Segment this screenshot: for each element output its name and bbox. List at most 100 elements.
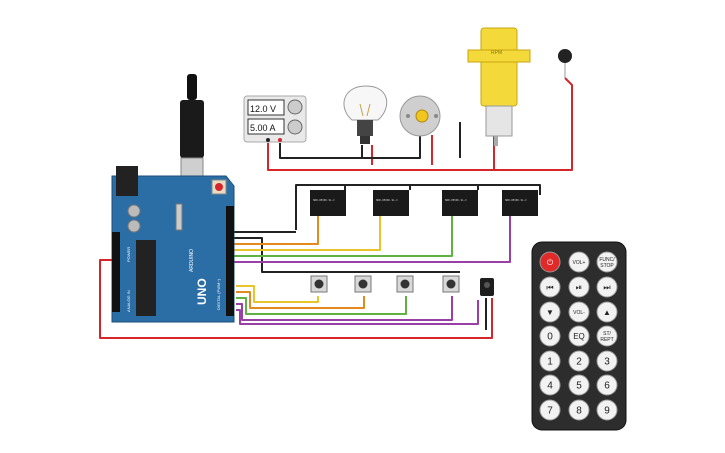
voltage-knob[interactable] bbox=[287, 99, 303, 115]
remote-button-up[interactable]: ▲ bbox=[596, 301, 618, 323]
remote-button-face[interactable] bbox=[568, 325, 590, 347]
remote-button-face[interactable] bbox=[539, 325, 561, 347]
remote-button-label: ▼ bbox=[546, 308, 554, 317]
remote-button-label: 2 bbox=[576, 357, 582, 368]
wire-black-relay-bus bbox=[295, 184, 541, 230]
wire-black-supply bbox=[279, 143, 363, 159]
push-button-3[interactable] bbox=[396, 275, 414, 293]
remote-button-9[interactable]: 9 bbox=[596, 399, 618, 421]
ir-remote: ⏻ VOL+ FUNC/STOP ⏮ ⏯ ⏭ ▼ VOL- ▲ 0 EQ ST/REPT 1 2 3 4 5 6 7… bbox=[531, 241, 627, 431]
supply-terminal-pos[interactable] bbox=[278, 138, 282, 142]
remote-button-face[interactable] bbox=[539, 374, 561, 396]
remote-button-0[interactable]: 0 bbox=[539, 325, 561, 347]
wire-yellow bbox=[230, 215, 381, 251]
remote-button-label: 9 bbox=[604, 406, 610, 417]
remote-button-func-stop[interactable]: FUNC/STOP bbox=[596, 251, 618, 273]
remote-button-label: 5 bbox=[576, 381, 582, 392]
remote-button-8[interactable]: 8 bbox=[568, 399, 590, 421]
remote-button-1[interactable]: 1 bbox=[539, 350, 561, 372]
wire-black-motor bbox=[362, 135, 421, 159]
remote-button-face[interactable] bbox=[539, 399, 561, 421]
wire-purple bbox=[230, 215, 511, 263]
remote-button-face[interactable] bbox=[539, 350, 561, 372]
push-button-1[interactable] bbox=[310, 275, 328, 293]
wire-green bbox=[230, 215, 453, 257]
remote-button-face[interactable] bbox=[596, 251, 618, 273]
wires bbox=[99, 77, 573, 339]
remote-button-label: EQ bbox=[573, 332, 585, 341]
remote-button-vol-up[interactable]: VOL+ bbox=[568, 251, 590, 273]
arduino-uno: ARDUINO UNO DIGITAL (PWM~) POWER ANALOG … bbox=[111, 166, 235, 323]
remote-button-face[interactable] bbox=[568, 276, 590, 298]
current-display bbox=[247, 118, 285, 135]
current-knob[interactable] bbox=[287, 119, 303, 135]
wire-orange bbox=[230, 215, 319, 245]
remote-button-face[interactable] bbox=[596, 301, 618, 323]
remote-button-label: 8 bbox=[576, 406, 582, 417]
wire-green-btn bbox=[236, 296, 407, 315]
wire-red-ir bbox=[99, 259, 493, 339]
remote-button-label: 3 bbox=[604, 357, 610, 368]
remote-button-play-pause[interactable]: ⏯ bbox=[568, 276, 590, 298]
push-button-4[interactable] bbox=[442, 275, 460, 293]
supply-terminal-neg[interactable] bbox=[266, 138, 270, 142]
remote-button-face[interactable] bbox=[568, 399, 590, 421]
relays: SRD-05VDC-SL-C SRD-05VDC-SL-C SRD-05VDC-… bbox=[310, 190, 538, 216]
remote-button-face[interactable] bbox=[596, 325, 618, 347]
remote-button-vol-down[interactable]: VOL- bbox=[568, 301, 590, 323]
remote-button-face[interactable] bbox=[596, 350, 618, 372]
remote-button-label: 6 bbox=[604, 381, 610, 392]
remote-button-next[interactable]: ⏭ bbox=[596, 276, 618, 298]
remote-button-2[interactable]: 2 bbox=[568, 350, 590, 372]
wire-yellow-btn bbox=[236, 285, 319, 303]
buzzer bbox=[558, 49, 572, 78]
remote-button-face[interactable] bbox=[568, 251, 590, 273]
arduino-power-label: POWER bbox=[126, 247, 131, 262]
remote-button-st-rept[interactable]: ST/REPT bbox=[596, 325, 618, 347]
remote-button-label: 7 bbox=[547, 406, 553, 417]
relay-4-label: SRD-05VDC-SL-C bbox=[505, 198, 527, 202]
remote-button-face[interactable] bbox=[539, 301, 561, 323]
current-readout: 5.00 A bbox=[250, 123, 276, 133]
remote-button-label: ⏻ bbox=[547, 258, 554, 267]
relay-2-label: SRD-05VDC-SL-C bbox=[376, 198, 398, 202]
remote-button-6[interactable]: 6 bbox=[596, 374, 618, 396]
remote-button-label: ▲ bbox=[603, 308, 611, 317]
voltage-readout: 12.0 V bbox=[250, 104, 276, 114]
remote-button-label: 0 bbox=[547, 332, 553, 343]
motor-rpm-label: RPM bbox=[491, 50, 502, 56]
remote-button-label: 1 bbox=[547, 357, 553, 368]
remote-button-down[interactable]: ▼ bbox=[539, 301, 561, 323]
remote-button-label: ⏯ bbox=[576, 283, 582, 292]
remote-button-4[interactable]: 4 bbox=[539, 374, 561, 396]
remote-button-prev[interactable]: ⏮ bbox=[539, 276, 561, 298]
relay-4: SRD-05VDC-SL-C bbox=[502, 190, 538, 216]
remote-button-power[interactable]: ⏻ bbox=[539, 251, 561, 273]
remote-button-label: FUNC/ bbox=[599, 257, 615, 263]
remote-button-face[interactable] bbox=[539, 251, 561, 273]
remote-button-face[interactable] bbox=[568, 350, 590, 372]
remote-button-label: ST/ bbox=[603, 331, 611, 337]
remote-button-3[interactable]: 3 bbox=[596, 350, 618, 372]
relay-2: SRD-05VDC-SL-C bbox=[373, 190, 409, 216]
remote-button-5[interactable]: 5 bbox=[568, 374, 590, 396]
remote-button-face[interactable] bbox=[568, 301, 590, 323]
arduino-digital-label: DIGITAL (PWM~) bbox=[216, 278, 221, 310]
push-button-2[interactable] bbox=[354, 275, 372, 293]
remote-button-face[interactable] bbox=[596, 399, 618, 421]
remote-button-7[interactable]: 7 bbox=[539, 399, 561, 421]
remote-button-face[interactable] bbox=[596, 374, 618, 396]
arduino-model: UNO bbox=[195, 278, 209, 305]
push-buttons bbox=[310, 275, 460, 293]
ir-receiver bbox=[480, 278, 494, 296]
relay-3: SRD-05VDC-SL-C bbox=[442, 190, 478, 216]
remote-button-label: 4 bbox=[547, 381, 553, 392]
remote-button-grid: ⏻ VOL+ FUNC/STOP ⏮ ⏯ ⏭ ▼ VOL- ▲ 0 EQ ST/REPT 1 2 3 4 5 6 7… bbox=[539, 251, 618, 421]
remote-button-face[interactable] bbox=[596, 276, 618, 298]
remote-button-face[interactable] bbox=[568, 374, 590, 396]
dc-motor bbox=[399, 95, 441, 137]
gear-motor: RPM bbox=[467, 27, 531, 146]
remote-button-eq[interactable]: EQ bbox=[568, 325, 590, 347]
remote-button-face[interactable] bbox=[539, 276, 561, 298]
